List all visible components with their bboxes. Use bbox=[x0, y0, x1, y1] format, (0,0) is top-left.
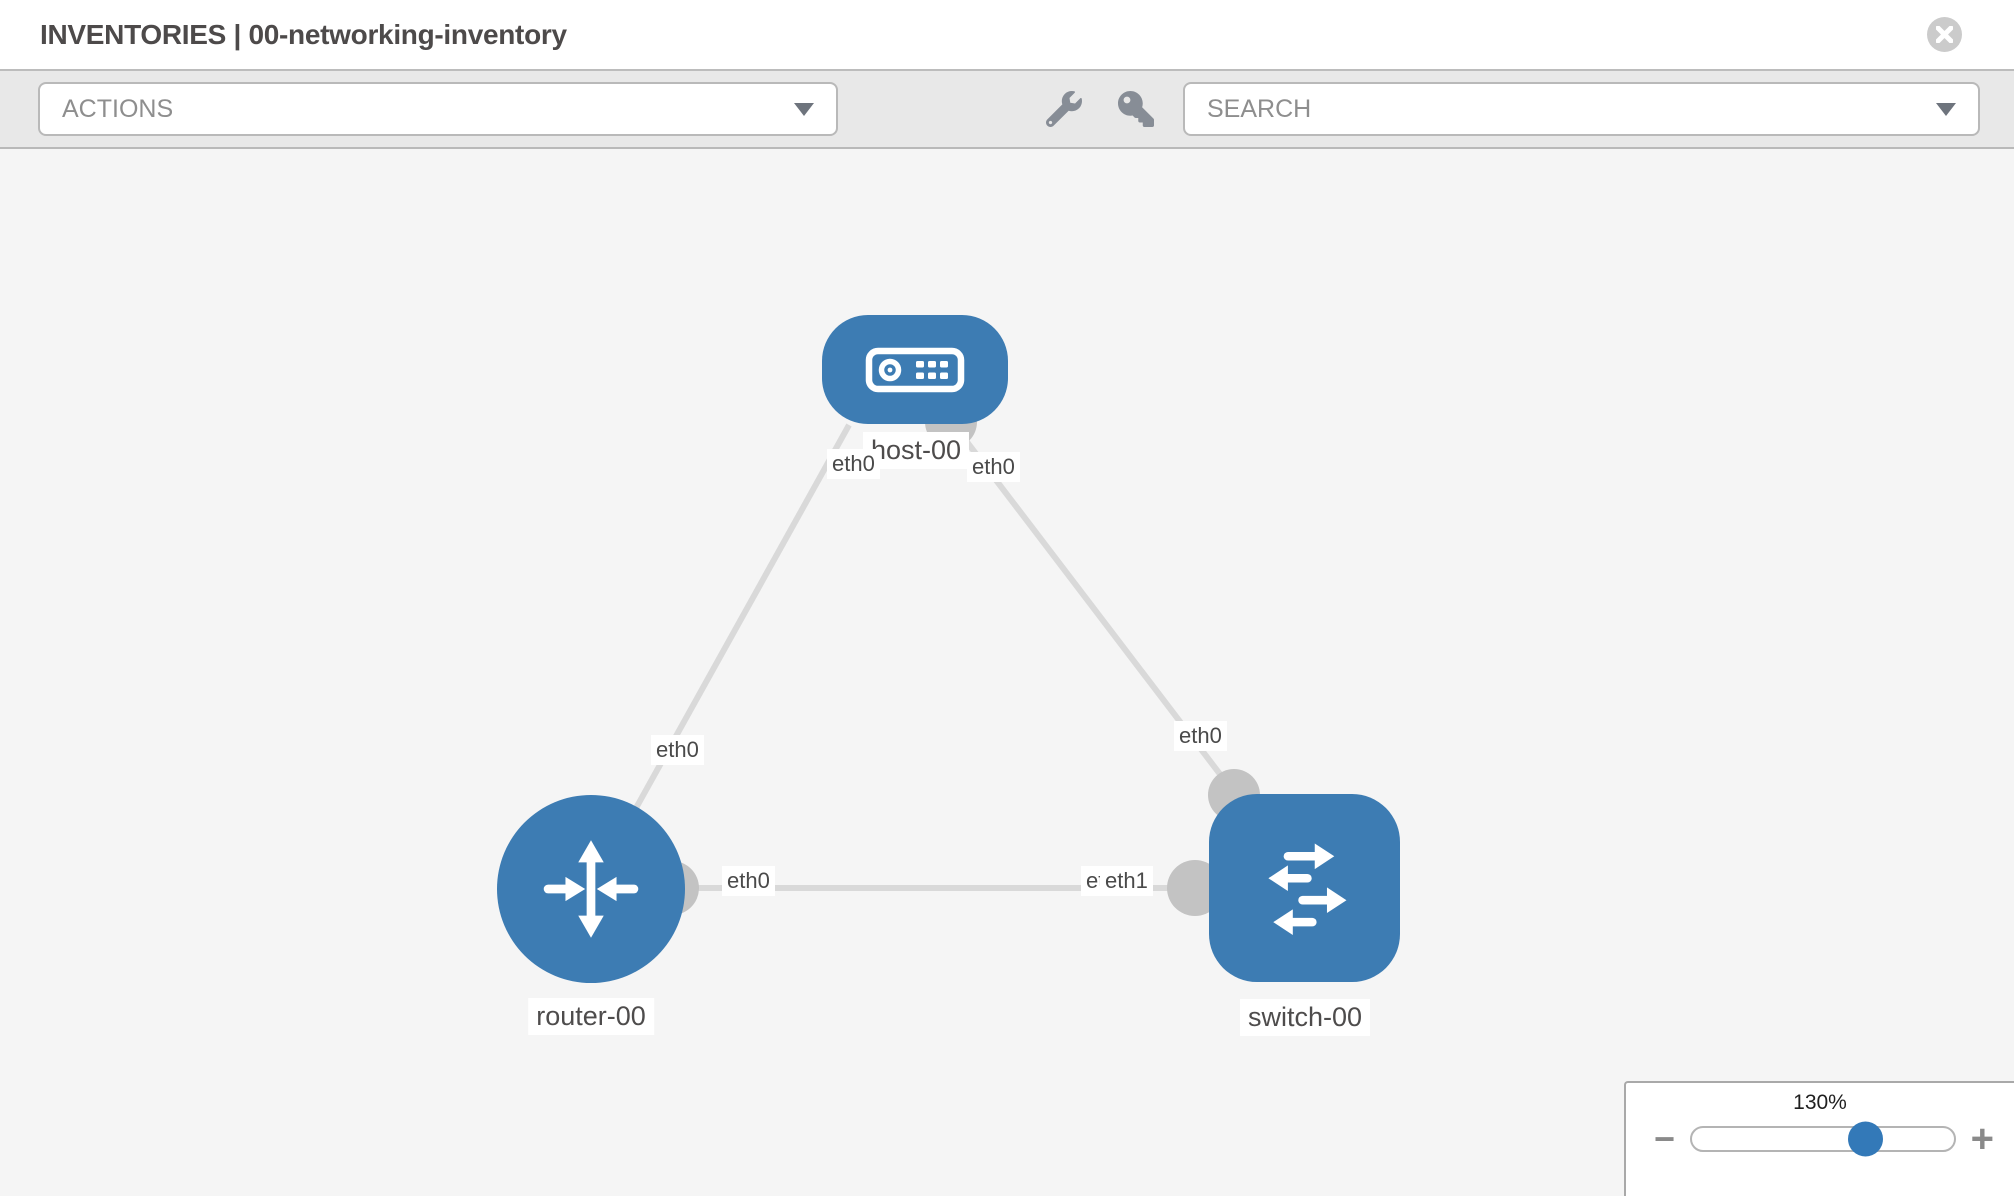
router-arrows-icon bbox=[543, 840, 639, 938]
switch-arrows-icon bbox=[1267, 843, 1346, 935]
close-icon bbox=[1936, 26, 1953, 43]
interface-label: eth0 bbox=[651, 735, 704, 765]
zoom-in-button[interactable]: + bbox=[1970, 1117, 1994, 1161]
zoom-out-button[interactable]: − bbox=[1654, 1118, 1676, 1159]
topology-canvas[interactable]: host-00 router-00 switch-00 eth0 eth0 et… bbox=[0, 149, 2014, 1196]
credentials-button[interactable] bbox=[1115, 88, 1157, 130]
key-icon bbox=[1118, 91, 1154, 127]
chevron-down-icon bbox=[1936, 102, 1956, 116]
node-host[interactable] bbox=[822, 315, 1008, 424]
zoom-row: − + bbox=[1626, 1119, 2014, 1159]
node-switch[interactable] bbox=[1209, 794, 1400, 982]
node-router[interactable] bbox=[497, 795, 685, 983]
search-select[interactable]: SEARCH bbox=[1183, 82, 1980, 136]
zoom-value: 130% bbox=[1793, 1091, 1847, 1114]
tool-icons bbox=[1043, 88, 1157, 130]
page-title: INVENTORIES | 00-networking-inventory bbox=[40, 18, 567, 50]
node-label-switch: switch-00 bbox=[1239, 999, 1371, 1036]
interface-label: eth0 bbox=[722, 866, 775, 896]
topology-links-layer bbox=[588, 396, 1305, 916]
interface-label: eth1 bbox=[1100, 866, 1153, 896]
actions-select-label: ACTIONS bbox=[62, 94, 174, 123]
zoom-slider-track[interactable] bbox=[1689, 1121, 1956, 1157]
interface-label: eth0 bbox=[1174, 721, 1227, 751]
toolbar: ACTIONS SEARCH bbox=[0, 71, 2014, 149]
node-label-host: host-00 bbox=[862, 432, 970, 469]
close-button[interactable] bbox=[1927, 17, 1962, 52]
interface-label: eth0 bbox=[827, 449, 880, 479]
wrench-icon bbox=[1046, 91, 1082, 127]
configure-button[interactable] bbox=[1043, 88, 1085, 130]
server-icon bbox=[865, 347, 965, 392]
zoom-slider-thumb[interactable] bbox=[1847, 1121, 1883, 1157]
search-select-label: SEARCH bbox=[1207, 94, 1312, 123]
actions-select[interactable]: ACTIONS bbox=[38, 82, 838, 136]
zoom-panel: 130% − + bbox=[1624, 1081, 2014, 1196]
header: INVENTORIES | 00-networking-inventory bbox=[0, 0, 2014, 71]
chevron-down-icon bbox=[794, 102, 814, 116]
node-label-router: router-00 bbox=[528, 998, 654, 1035]
interface-label: eth0 bbox=[967, 452, 1020, 482]
